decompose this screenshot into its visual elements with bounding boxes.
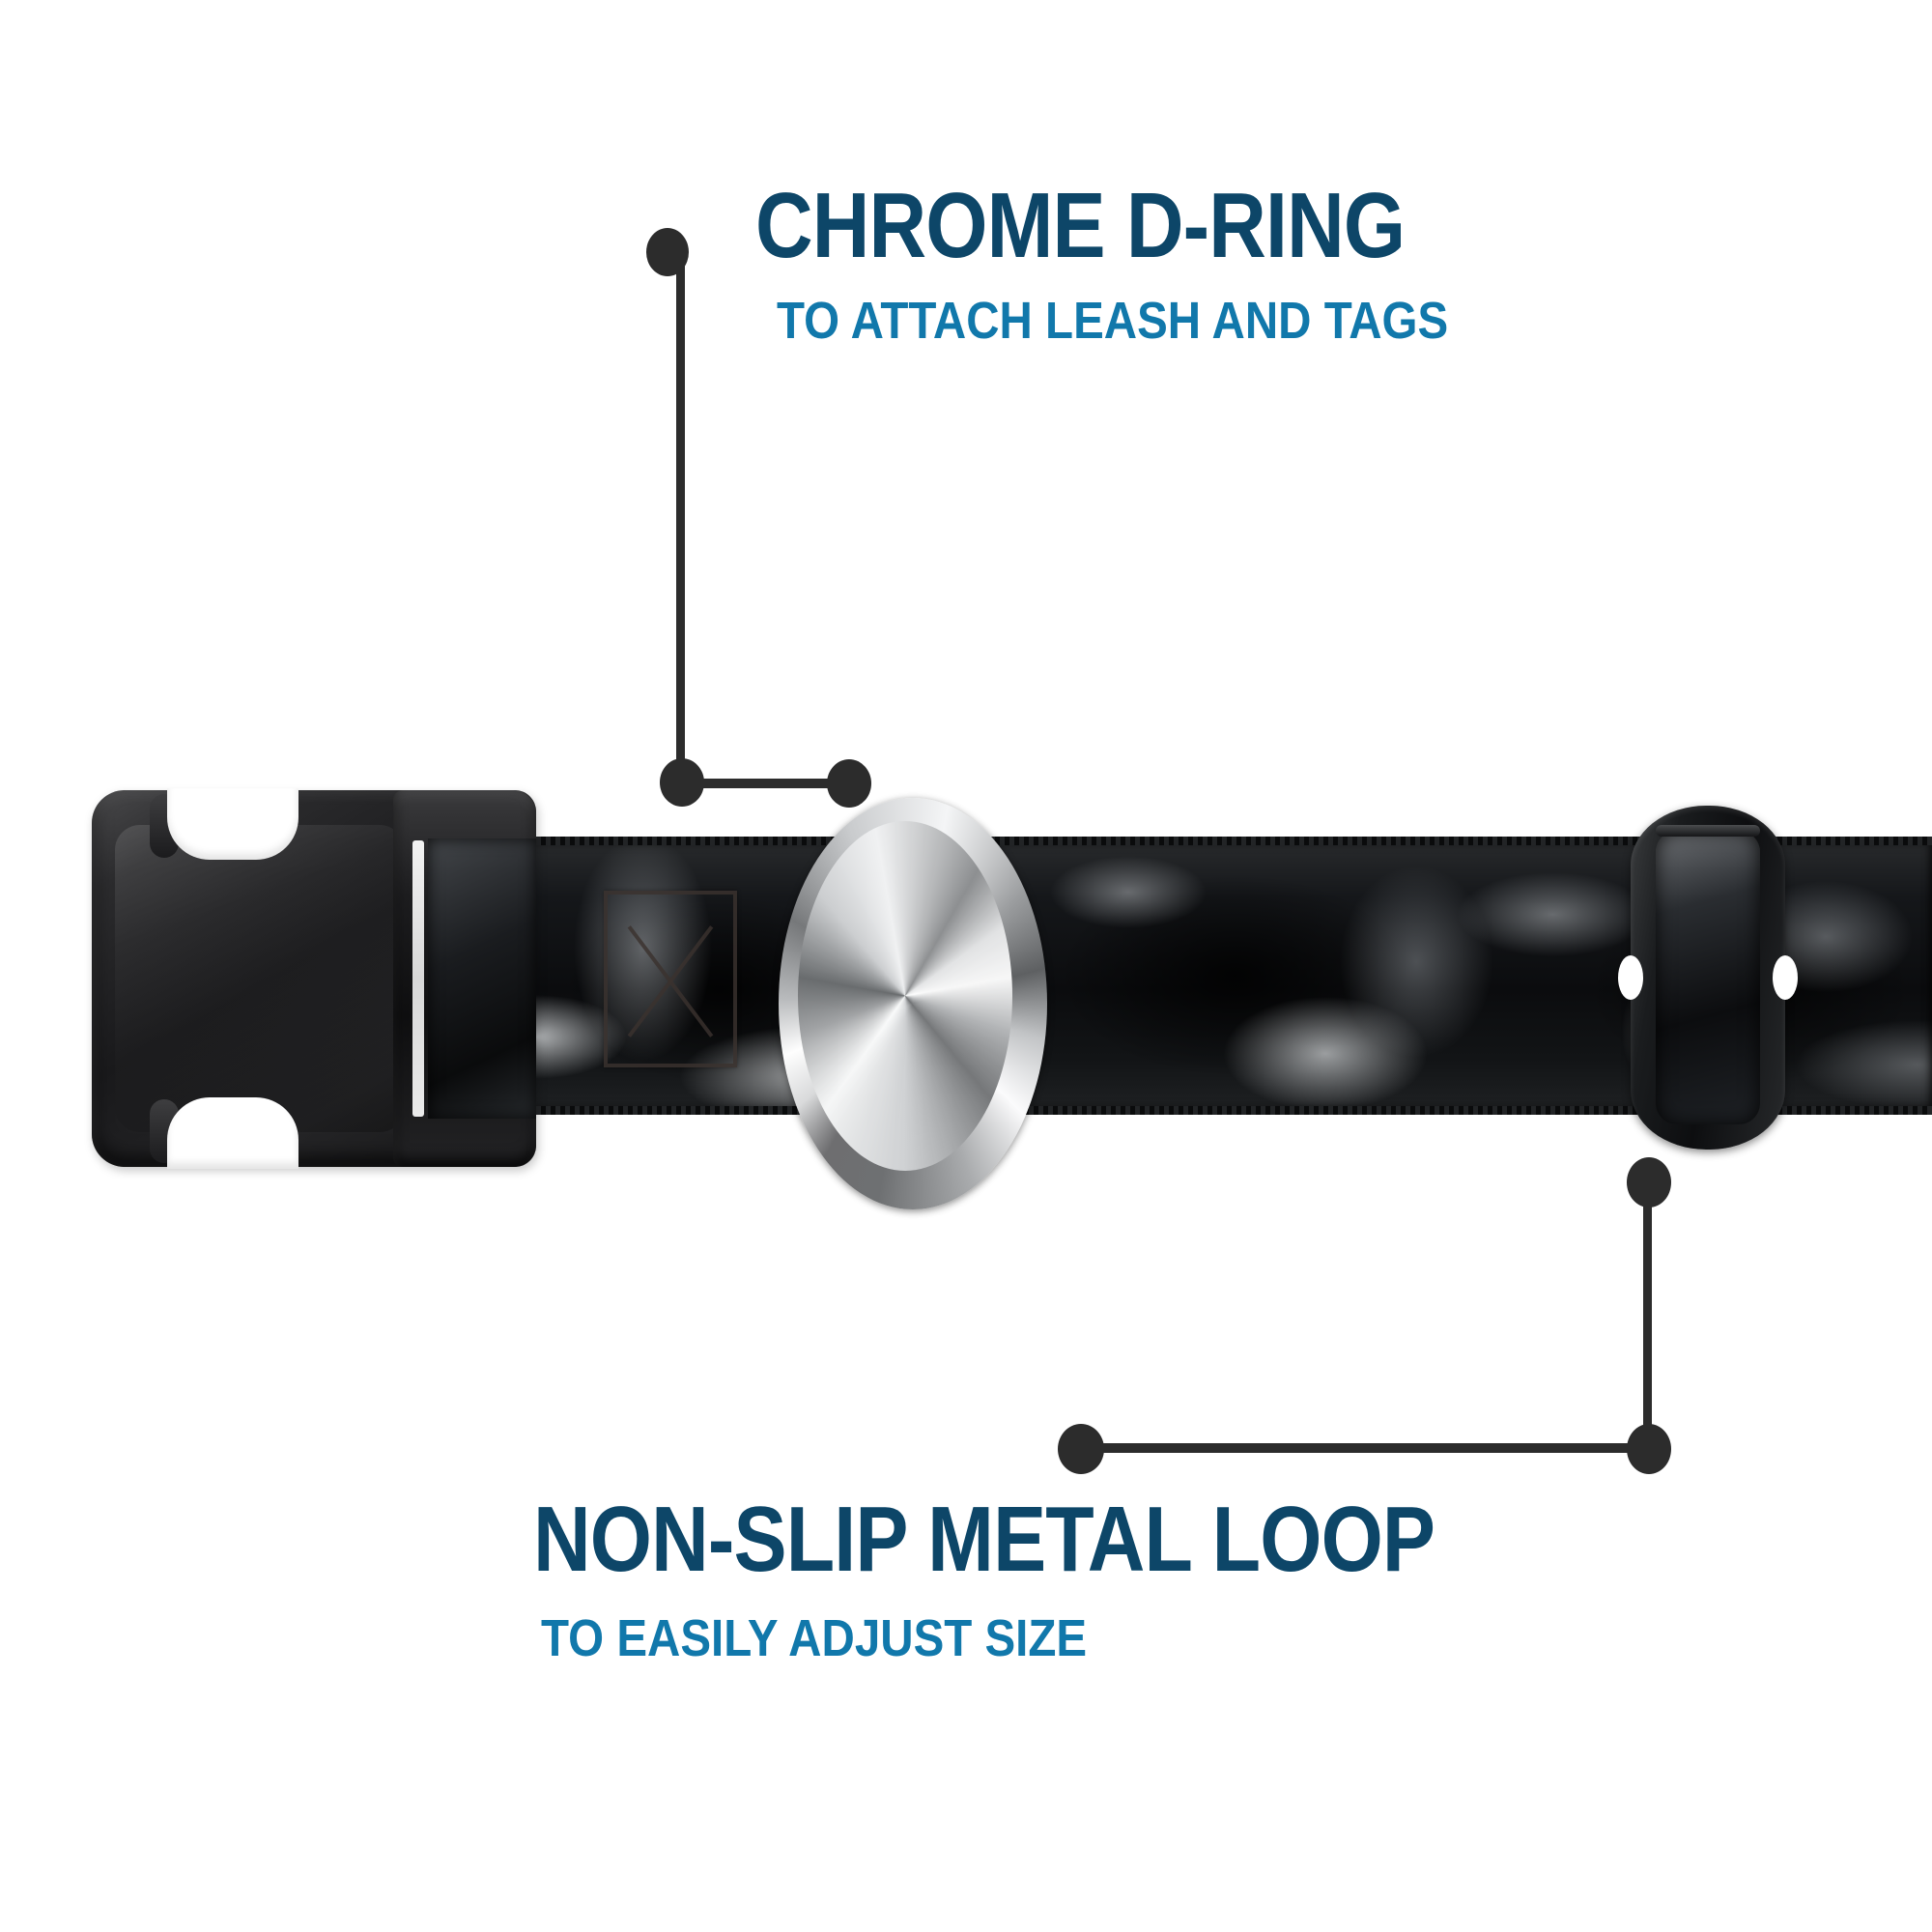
leader-dot-corner [1627,1424,1671,1474]
buckle-webbing-slot [412,840,424,1117]
metal-slider-loop [1618,806,1798,1150]
box-stitch [604,891,737,1067]
callout-title: NON-SLIP METAL LOOP [533,1488,1435,1591]
d-ring-inner-wire [798,821,1012,1171]
buckle-release-notch-top [167,788,298,860]
leader-dot-target [827,759,871,808]
buckle-webbing-window [428,838,536,1119]
callout-non-slip-metal-loop: NON-SLIP METAL LOOP TO EASILY ADJUST SIZ… [533,1488,1581,1668]
leader-horizontal-segment [1084,1443,1650,1453]
callout-subtitle: TO ATTACH LEASH AND TAGS [777,292,1449,351]
leader-dot-target [1627,1157,1671,1208]
leader-vertical-segment [1643,1194,1652,1457]
buckle-release-notch-bottom [167,1097,298,1169]
callout-title: CHROME D-RING [755,174,1406,277]
side-release-buckle [92,788,536,1169]
chrome-d-ring [779,798,1031,1193]
callout-subtitle: TO EASILY ADJUST SIZE [541,1609,1088,1668]
slider-center-bar [1656,825,1760,837]
buckle-face-highlight [115,825,405,1132]
leader-dot-corner [660,758,704,807]
callout-chrome-d-ring: CHROME D-RING TO ATTACH LEASH AND TAGS [755,174,1540,351]
leader-dot-top [646,228,689,276]
leader-dot-end [1058,1424,1104,1474]
leader-vertical-segment [676,257,685,784]
leader-horizontal-segment [676,779,858,788]
slider-slot [1656,831,1760,1124]
